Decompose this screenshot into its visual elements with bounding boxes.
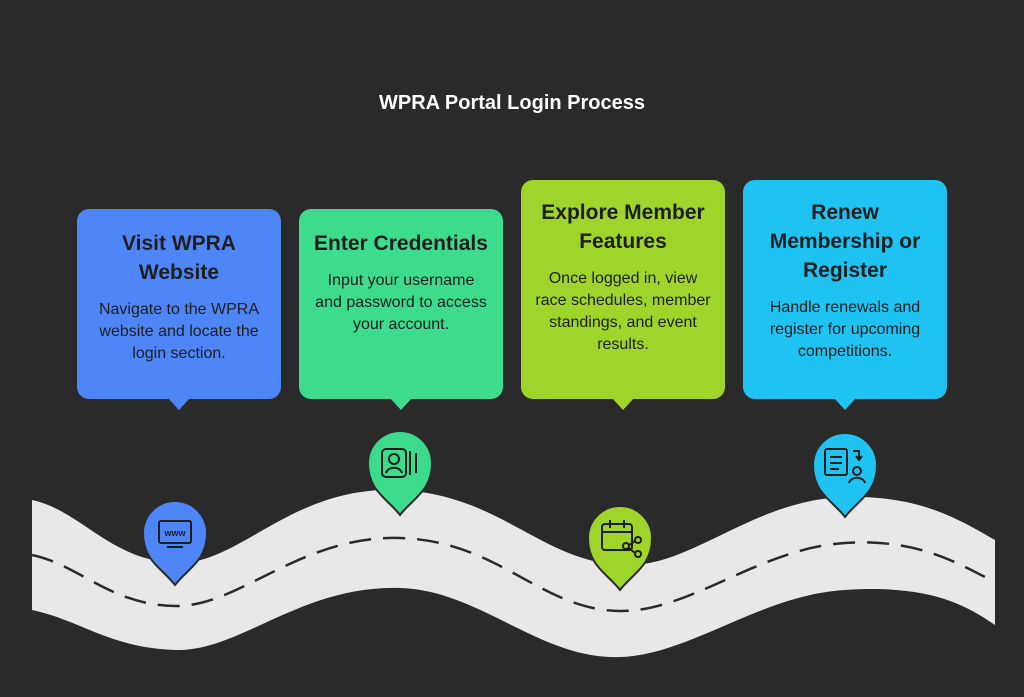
step-description: Input your username and password to acce… xyxy=(315,272,487,333)
svg-text:www: www xyxy=(163,528,186,538)
pin-step-1: www xyxy=(141,500,209,587)
card-pointer xyxy=(612,398,634,410)
step-description: Once logged in, view race schedules, mem… xyxy=(535,270,711,353)
step-heading: Visit WPRA Website xyxy=(122,232,236,284)
card-pointer xyxy=(168,398,190,410)
step-heading: Renew Membership or Register xyxy=(769,201,921,282)
pin-step-3 xyxy=(586,505,654,592)
www-icon: www xyxy=(158,520,192,548)
step-card-enter-credentials: Enter Credentials Input your username an… xyxy=(299,209,503,410)
road-center-line xyxy=(31,536,996,613)
step-card-visit-website: Visit WPRA Website Navigate to the WPRA … xyxy=(77,209,281,410)
calendar-share-icon xyxy=(601,520,642,558)
card-pointer xyxy=(390,398,412,410)
step-heading: Enter Credentials xyxy=(314,232,488,255)
step-heading: Explore Member Features xyxy=(541,201,705,253)
step-description: Navigate to the WPRA website and locate … xyxy=(98,301,260,362)
pin-step-4 xyxy=(811,432,879,519)
card-pointer xyxy=(834,398,856,410)
step-description: Handle renewals and register for upcomin… xyxy=(769,299,921,360)
id-card-icon xyxy=(381,448,417,478)
renewal-document-icon xyxy=(824,448,866,484)
pin-step-2 xyxy=(366,430,434,517)
step-card-renew-membership: Renew Membership or Register Handle rene… xyxy=(743,180,947,410)
step-card-explore-features: Explore Member Features Once logged in, … xyxy=(521,180,725,410)
diagram-title: WPRA Portal Login Process xyxy=(379,92,645,114)
